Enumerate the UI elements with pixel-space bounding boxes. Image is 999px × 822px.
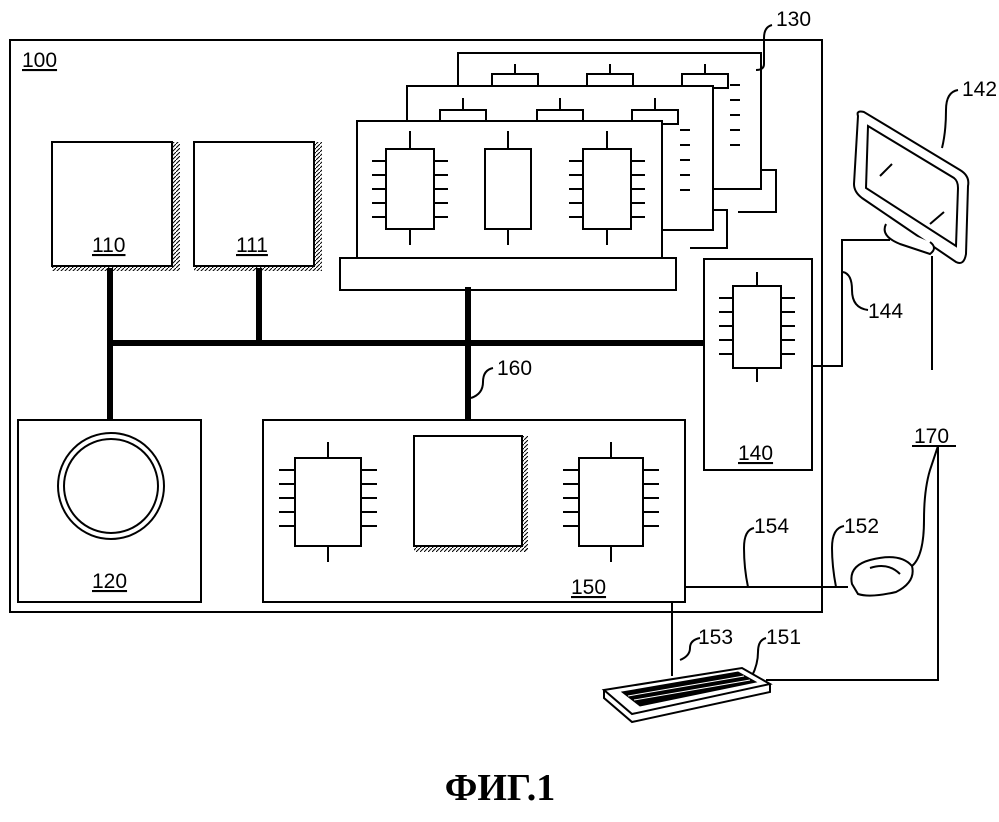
label-100: 100: [22, 49, 57, 72]
leader-154: [744, 528, 754, 587]
label-110: 110: [92, 234, 125, 257]
label-142: 142: [962, 78, 997, 101]
leader-142: [942, 90, 958, 148]
system-bus: [110, 271, 704, 420]
keyboard-cable-153: [672, 602, 685, 676]
label-111: 111: [236, 234, 268, 257]
mouse-152: [851, 557, 912, 596]
label-170: 170: [914, 425, 949, 448]
leader-160: [471, 368, 493, 398]
label-151: 151: [766, 626, 801, 649]
figure-caption: ФИГ.1: [445, 767, 556, 809]
memory-module-front: [340, 121, 676, 290]
label-153: 153: [698, 626, 733, 649]
graphics-140: 140: [704, 259, 812, 470]
storage-120: 120: [18, 420, 201, 602]
leader-151: [752, 638, 766, 676]
leader-152: [832, 526, 844, 587]
processor-110: 110: [52, 142, 180, 271]
keyboard-151: [604, 668, 770, 722]
label-150: 150: [571, 576, 606, 599]
label-154: 154: [754, 515, 789, 538]
processor-111: 111: [194, 142, 322, 271]
leader-144: [843, 272, 868, 310]
io-hub-150: 150: [263, 420, 685, 602]
label-144: 144: [868, 300, 903, 323]
label-120: 120: [92, 570, 127, 593]
label-130: 130: [776, 8, 811, 31]
leader-153: [680, 638, 700, 660]
label-152: 152: [844, 515, 879, 538]
label-140: 140: [738, 442, 773, 465]
label-160: 160: [497, 357, 532, 380]
